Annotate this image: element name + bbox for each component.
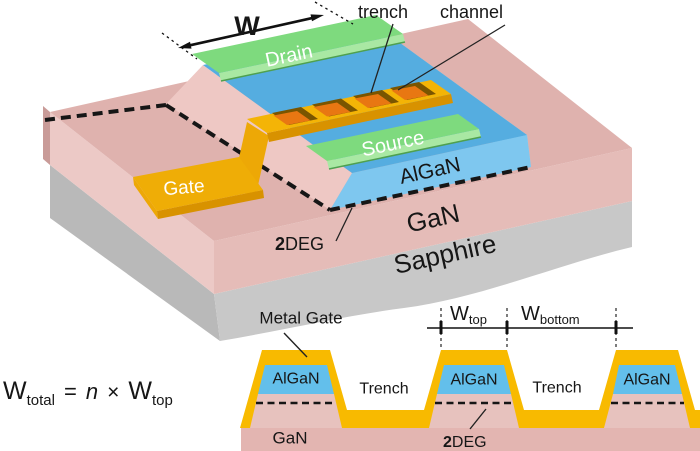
gate-bar-front (267, 94, 453, 142)
cross-algan-label-2: AlGaN (450, 372, 497, 389)
cross-algan-region (437, 365, 511, 394)
drain-pad-edge (220, 41, 406, 82)
gate-pad-left-face (133, 177, 158, 219)
w-arrowhead-left (178, 41, 192, 49)
cross-algan-region (258, 365, 334, 394)
trench-opening-floor (273, 111, 311, 125)
drain-pad-front (219, 34, 405, 81)
width-equation: Wtotal=n×Wtop (3, 377, 173, 409)
w-extension-dotted-right (314, 1, 354, 25)
gan-slab-face-left (50, 112, 214, 294)
cross-mesa-2 (429, 365, 519, 428)
mesa-front-face (330, 135, 531, 210)
trench-opening-floor (313, 102, 351, 117)
w-extension-dotted-left (161, 32, 198, 60)
gate-pad-front (157, 190, 264, 219)
cross-algan-region (613, 365, 682, 394)
cross-mesa-3 (604, 365, 690, 428)
cross-gan-inner (604, 394, 690, 428)
source-pad-edge (328, 136, 482, 170)
channel-callout-label: channel (440, 2, 503, 22)
cross-gan-base (241, 428, 700, 451)
trench-callout-label: trench (358, 2, 408, 22)
w-label: W (234, 11, 260, 41)
cross-algan-label-3: AlGaN (623, 372, 670, 389)
gan-slab-face-front (214, 148, 632, 294)
gate-label: Gate (163, 176, 206, 201)
2deg-dashed-line-front (329, 165, 532, 212)
trench-opening-floor (391, 86, 429, 100)
2deg-dashed-line-back (44, 103, 167, 122)
metal-gate-leader-line (283, 332, 308, 358)
cross-2deg-leader-line (469, 408, 487, 430)
drain-pad-top (192, 15, 403, 73)
2deg-3d-label: 2DEG (275, 234, 324, 254)
gan-slab-side-sliver (43, 106, 50, 165)
trench-leader-line (370, 23, 394, 94)
w-arrowhead-right (310, 14, 324, 22)
cross-gan-label: GaN (273, 429, 308, 448)
cross-algan-label-1: AlGaN (272, 371, 319, 388)
channel-leader-line (397, 24, 506, 91)
sapphire-face-front (214, 201, 632, 341)
trench-left-label: Trench (359, 381, 408, 398)
sapphire-face-left (50, 165, 220, 341)
w-bottom-label: Wbottom (521, 303, 580, 327)
source-pad-front (327, 129, 481, 169)
gate-pad-top (133, 157, 263, 211)
w-arrow-line (185, 15, 317, 48)
cross-2deg-label: 2DEG (443, 434, 487, 451)
2deg-3d-leader-line (335, 207, 353, 242)
cross-gan-inner (250, 394, 342, 428)
trench-opening-floor (354, 94, 392, 108)
metal-gate-label: Metal Gate (259, 309, 342, 328)
trench-openings (272, 82, 436, 125)
source-pad-top (306, 114, 479, 161)
trench-right-label: Trench (532, 380, 581, 397)
w-top-label: Wtop (450, 303, 487, 327)
cross-mesa-1 (250, 365, 342, 428)
